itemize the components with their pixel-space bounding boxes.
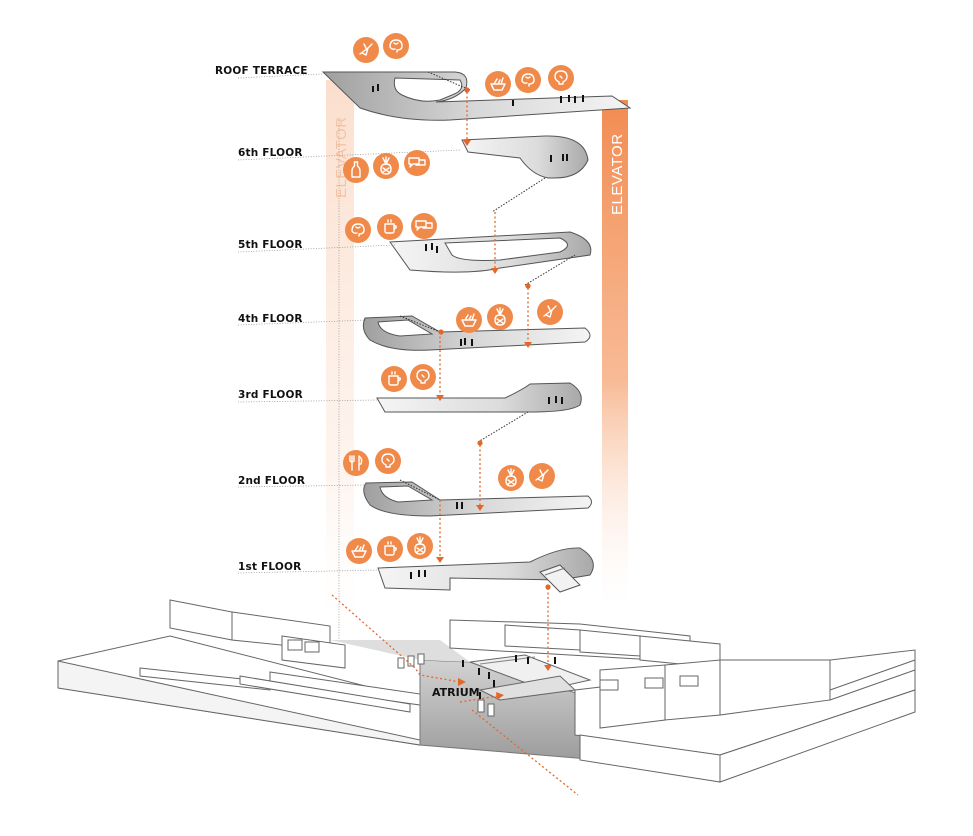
elevator-right-label: ELEVATOR [609,133,626,215]
floor-label-6: 6th FLOOR [238,147,303,159]
elevator-left-label: ELEVATOR [333,116,350,198]
basket-icon [456,307,482,333]
brain-icon [345,217,371,243]
pineapple-icon [373,153,399,179]
pineapple-icon [487,304,513,330]
floor-label-4: 4th FLOOR [238,313,303,325]
label-leaders [237,73,461,640]
floor-label-2: 2nd FLOOR [238,475,305,487]
basket-icon [346,538,372,564]
people-markers [372,84,584,699]
floor-plate-3 [376,382,582,443]
floor-plate-roof [321,71,632,121]
floor-label-1: 1st FLOOR [238,561,301,573]
utensils-icon [343,450,369,476]
circulation-arrows [331,92,579,796]
coffee-icon [377,536,403,562]
bird-icon [537,299,563,325]
bird-icon [353,37,379,63]
lightbulb-icon [548,65,574,91]
ground-floor-building [57,599,916,783]
brain-icon [515,67,541,93]
bird-icon [529,463,555,489]
activity-icons [343,33,574,564]
arrow-heads [436,87,552,700]
coffee-icon [377,214,403,240]
floor-plate-4 [362,315,591,351]
floor-label-5: 5th FLOOR [238,239,303,251]
floor-plate-1 [377,547,594,593]
chat-icon [404,150,430,176]
basket-icon [485,71,511,97]
pineapple-icon [498,465,524,491]
floor-labels: ROOF TERRACE 6th FLOOR 5th FLOOR 4th FLO… [215,65,480,699]
floor-plate-2 [363,479,592,517]
lightbulb-icon [410,364,436,390]
lightbulb-icon [375,448,401,474]
pineapple-icon [407,533,433,559]
elevator-right: ELEVATOR [602,100,628,610]
brain-icon [383,33,409,59]
floor-plate-5 [389,231,592,286]
floor-plate-6 [461,135,589,213]
bottle-icon [343,157,369,183]
atrium-label: ATRIUM [432,686,480,699]
chat-icon [411,213,437,239]
coffee-icon [381,366,407,392]
floor-label-roof: ROOF TERRACE [215,65,308,77]
floor-label-3: 3rd FLOOR [238,389,303,401]
